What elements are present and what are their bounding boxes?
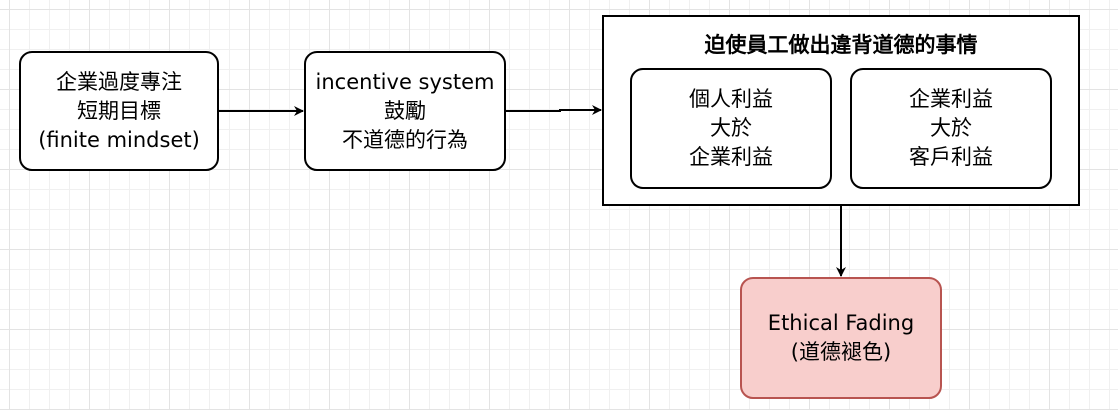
node-text-line: 短期目標 (77, 98, 161, 123)
node-personal-over-corporate[interactable]: 個人利益 大於 企業利益 (630, 68, 832, 189)
node-incentive-system[interactable]: incentive system 鼓勵 不道德的行為 (304, 51, 506, 171)
group-title: 迫使員工做出違背道德的事情 (704, 33, 978, 57)
node-text-line: Ethical Fading (767, 311, 915, 335)
node-text-line: 不道德的行為 (342, 127, 468, 152)
node-corporate-over-customer[interactable]: 企業利益 大於 客戶利益 (850, 68, 1052, 189)
node-text-line: 企業過度專注 (56, 69, 182, 94)
node-ethical-fading-text: Ethical Fading (道德褪色) (768, 309, 914, 367)
node-text-line: (finite mindset) (38, 127, 200, 152)
node-personal-over-corporate-text: 個人利益 大於 企業利益 (689, 85, 773, 172)
node-text-line: 企業利益 (909, 87, 993, 111)
node-short-term-focus-text: 企業過度專注 短期目標 (finite mindset) (38, 68, 200, 155)
node-text-line: incentive system (315, 69, 495, 94)
node-text-line: 大於 (710, 116, 752, 140)
node-short-term-focus[interactable]: 企業過度專注 短期目標 (finite mindset) (19, 51, 219, 171)
node-text-line: 企業利益 (689, 145, 773, 169)
arrow-incentive-to-group (505, 105, 602, 115)
node-ethical-fading[interactable]: Ethical Fading (道德褪色) (740, 277, 942, 399)
node-incentive-system-text: incentive system 鼓勵 不道德的行為 (316, 68, 495, 155)
node-text-line: 個人利益 (689, 87, 773, 111)
node-text-line: 客戶利益 (909, 145, 993, 169)
node-text-line: (道德褪色) (790, 340, 892, 364)
node-text-line: 大於 (930, 116, 972, 140)
node-text-line: 鼓勵 (384, 98, 426, 123)
node-corporate-over-customer-text: 企業利益 大於 客戶利益 (909, 85, 993, 172)
